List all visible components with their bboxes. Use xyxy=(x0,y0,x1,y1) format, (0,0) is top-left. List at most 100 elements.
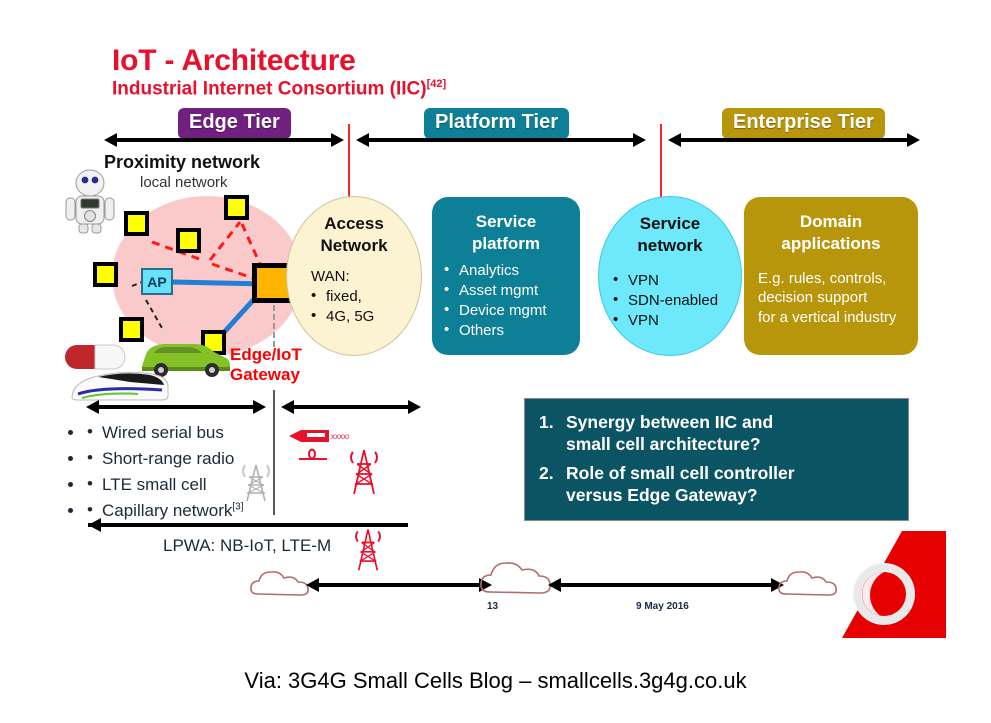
arrow-head-right xyxy=(771,578,784,592)
question-line2: versus Edge Gateway? xyxy=(566,485,758,506)
list-item-text: LTE small cell xyxy=(102,475,207,494)
page-title: IoT - Architecture xyxy=(112,44,356,77)
domain-applications-heading-line2: applications xyxy=(781,233,881,253)
service-platform-heading-line2: platform xyxy=(472,233,540,253)
domain-applications-heading-line1: Domain xyxy=(799,212,863,231)
tier-divider-platform-enterprise xyxy=(660,124,662,154)
question-number: 2. xyxy=(539,463,554,484)
list-item: SDN-enabled xyxy=(613,290,741,311)
gateway-leader-line xyxy=(273,305,275,347)
pill-icon xyxy=(65,344,126,370)
tier-span-arrow-edge xyxy=(104,133,344,147)
list-item: 4G, 5G xyxy=(311,306,421,327)
cloud-link-arrow-left xyxy=(306,578,492,592)
access-network-body: WAN: fixed, 4G, 5G xyxy=(287,257,421,328)
question-item: 1. Synergy between IIC and small cell ar… xyxy=(539,411,894,455)
page-subtitle-reference: [42] xyxy=(426,78,447,90)
list-item: VPN xyxy=(613,269,741,291)
link-solid-blue xyxy=(171,279,267,287)
sensor-node xyxy=(224,195,249,220)
arrow-head-left xyxy=(281,400,294,414)
cell-tower-icon xyxy=(355,529,381,571)
service-network-body: VPN SDN-enabled VPN xyxy=(599,257,741,332)
access-network-heading: Access Network xyxy=(287,197,421,257)
link-dashed-red xyxy=(151,240,203,262)
question-line1: Role of small cell controller xyxy=(566,463,795,484)
questions-box: 1. Synergy between IIC and small cell ar… xyxy=(524,398,909,521)
tier-badge-enterprise: Enterprise Tier xyxy=(722,108,885,139)
arrow-head-left xyxy=(104,133,117,147)
service-network-heading-line1: Service xyxy=(639,214,701,233)
arrow-head-right xyxy=(907,133,920,147)
proximity-access-arrow xyxy=(86,400,266,414)
arrow-bar xyxy=(88,523,408,527)
lpwa-label: LPWA: NB-IoT, LTE-M xyxy=(163,536,332,555)
vodafone-logo xyxy=(842,531,946,638)
list-item: Others xyxy=(444,320,580,341)
car-icon xyxy=(142,344,230,377)
arrow-bar xyxy=(114,138,334,142)
domain-applications-body: E.g. rules, controls, decision support f… xyxy=(744,255,918,328)
domain-applications-line3: for a vertical industry xyxy=(758,308,897,326)
list-item: Wired serial bus xyxy=(85,419,244,446)
arrow-head-right xyxy=(633,133,646,147)
modem-icon: xxxxx xyxy=(289,430,349,460)
arrow-head-right xyxy=(253,400,266,414)
tier-span-arrow-platform xyxy=(356,133,646,147)
tier-badge-platform: Platform Tier xyxy=(424,108,569,139)
block-access-network: Access Network WAN: fixed, 4G, 5G xyxy=(286,196,422,356)
edge-iot-gateway-label: Edge/IoT Gateway xyxy=(230,345,302,384)
arrow-bar xyxy=(678,138,910,142)
arrow-head-left xyxy=(548,578,561,592)
list-item-text: Capillary network xyxy=(102,501,233,520)
question-item: 2. Role of small cell controller versus … xyxy=(539,462,894,506)
arrow-head-left xyxy=(306,578,319,592)
list-item: LTE small cell xyxy=(85,471,244,498)
slide-number: 13 xyxy=(487,601,499,612)
arrow-bar xyxy=(316,583,482,587)
page-subtitle: Industrial Internet Consortium (IIC)[42] xyxy=(112,78,446,100)
list-item: Analytics xyxy=(444,259,580,281)
block-service-network: Service network VPN SDN-enabled VPN xyxy=(598,196,742,356)
sensor-node xyxy=(124,211,149,236)
source-caption: Via: 3G4G Small Cells Blog – smallcells.… xyxy=(244,668,747,693)
service-platform-heading: Service platform xyxy=(432,197,580,255)
proximity-network-subtitle: local network xyxy=(140,174,228,191)
question-line2: small cell architecture? xyxy=(566,434,761,455)
arrow-head-right xyxy=(408,400,421,414)
service-network-heading: Service network xyxy=(599,197,741,257)
access-network-list: fixed, 4G, 5G xyxy=(311,286,421,328)
cloud-icon xyxy=(778,571,837,596)
train-icon xyxy=(71,371,169,401)
list-item: Short-range radio xyxy=(85,445,244,472)
domain-applications-line2: decision support xyxy=(758,289,868,306)
page-subtitle-text: Industrial Internet Consortium (IIC) xyxy=(112,78,427,100)
list-item-sup: [3] xyxy=(232,501,244,513)
sensor-node xyxy=(119,317,144,342)
arrow-head-left xyxy=(86,400,99,414)
proximity-network-title: Proximity network xyxy=(104,152,261,172)
block-domain-applications: Domain applications E.g. rules, controls… xyxy=(744,197,918,355)
service-network-heading-line2: network xyxy=(637,235,703,255)
tier-divider-edge-platform xyxy=(348,124,350,154)
cloud-link-arrow-right xyxy=(548,578,784,592)
tier-guide-line-enterprise xyxy=(660,154,662,206)
domain-applications-line1: E.g. rules, controls, xyxy=(758,269,887,287)
list-item: Capillary network[3] xyxy=(85,497,244,524)
service-network-list: VPN SDN-enabled VPN xyxy=(613,269,741,332)
link-dashed-red xyxy=(240,223,270,283)
arrow-bar xyxy=(366,138,636,142)
robot-icon xyxy=(65,169,115,234)
link-dashed-black xyxy=(145,299,163,329)
access-point-node: AP xyxy=(141,268,173,295)
cloud-icon xyxy=(250,571,309,596)
question-line1: Synergy between IIC and xyxy=(566,412,774,432)
access-network-intro: WAN: xyxy=(311,267,350,285)
arrow-bar xyxy=(291,405,411,409)
list-item: Device mgmt xyxy=(444,300,580,321)
tier-badge-edge: Edge Tier xyxy=(178,108,291,139)
service-platform-body: Analytics Asset mgmt Device mgmt Others xyxy=(432,255,580,342)
service-platform-heading-line1: Service xyxy=(475,212,537,231)
list-item: fixed, xyxy=(311,286,421,307)
